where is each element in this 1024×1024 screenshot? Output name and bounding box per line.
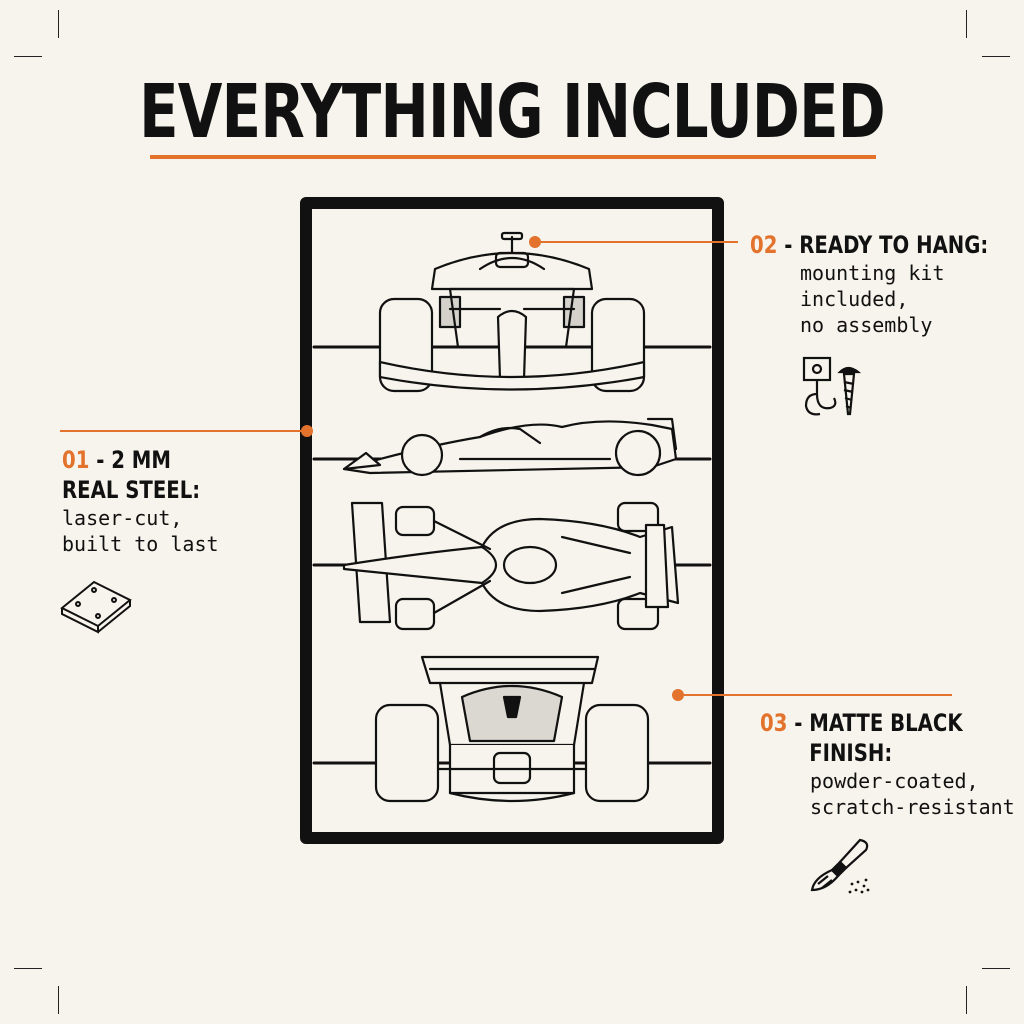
- rear-view: [374, 655, 650, 803]
- crop-mark: [966, 986, 967, 1014]
- callout-number: 02: [750, 231, 778, 259]
- callout-01-heading: 01 - 2 MM REAL STEEL:: [62, 445, 200, 505]
- steel-plate-icon: [58, 574, 134, 639]
- crop-mark: [58, 10, 59, 38]
- crop-mark: [58, 986, 59, 1014]
- callout-heading-line: 2 MM: [111, 446, 171, 474]
- framed-artwork: [300, 197, 724, 844]
- callout-number: 03: [760, 709, 788, 737]
- callout-01-dot: [301, 425, 313, 437]
- callout-02-heading: 02 - READY TO HANG:: [750, 230, 988, 260]
- paint-brush-icon: [808, 834, 874, 903]
- callout-02-description: mounting kit included, no assembly: [800, 261, 945, 337]
- frame-border: [300, 197, 724, 844]
- crop-mark: [14, 968, 42, 969]
- hook-and-screw-icon: [800, 354, 864, 425]
- callout-03-leader: [678, 694, 952, 696]
- callout-heading-line: MATTE BLACK: [809, 709, 963, 737]
- top-view: [342, 501, 680, 631]
- callout-number: 01: [62, 446, 90, 474]
- crop-mark: [982, 56, 1010, 57]
- side-view: [342, 417, 678, 477]
- callout-heading-line: REAL STEEL:: [62, 476, 201, 504]
- callout-01-leader: [60, 430, 306, 432]
- title-underline: [150, 155, 876, 159]
- callout-01: 01 - 2 MM REAL STEEL: laser-cut, built t…: [62, 445, 230, 557]
- callout-03-dot: [672, 689, 684, 701]
- callout-02-dot: [529, 236, 541, 248]
- callout-separator: -: [89, 446, 112, 474]
- callout-heading-line: FINISH:: [809, 739, 893, 767]
- page-title: EVERYTHING INCLUDED: [139, 69, 885, 155]
- crop-mark: [982, 968, 1010, 969]
- callout-03: 03 - MATTE BLACK FINISH: powder-coated, …: [760, 708, 1015, 820]
- callout-03-heading: 03 - MATTE BLACK FINISH:: [760, 708, 969, 768]
- callout-separator: -: [787, 709, 810, 737]
- crop-mark: [14, 56, 42, 57]
- callout-heading-line: READY TO HANG:: [799, 231, 989, 259]
- callout-separator: -: [777, 231, 800, 259]
- callout-02: 02 - READY TO HANG: mounting kit include…: [750, 230, 1024, 338]
- callout-03-description: powder-coated, scratch-resistant: [810, 769, 1015, 819]
- front-view: [378, 231, 646, 393]
- callout-01-description: laser-cut, built to last: [62, 506, 219, 556]
- crop-mark: [966, 10, 967, 38]
- callout-02-leader: [536, 241, 738, 243]
